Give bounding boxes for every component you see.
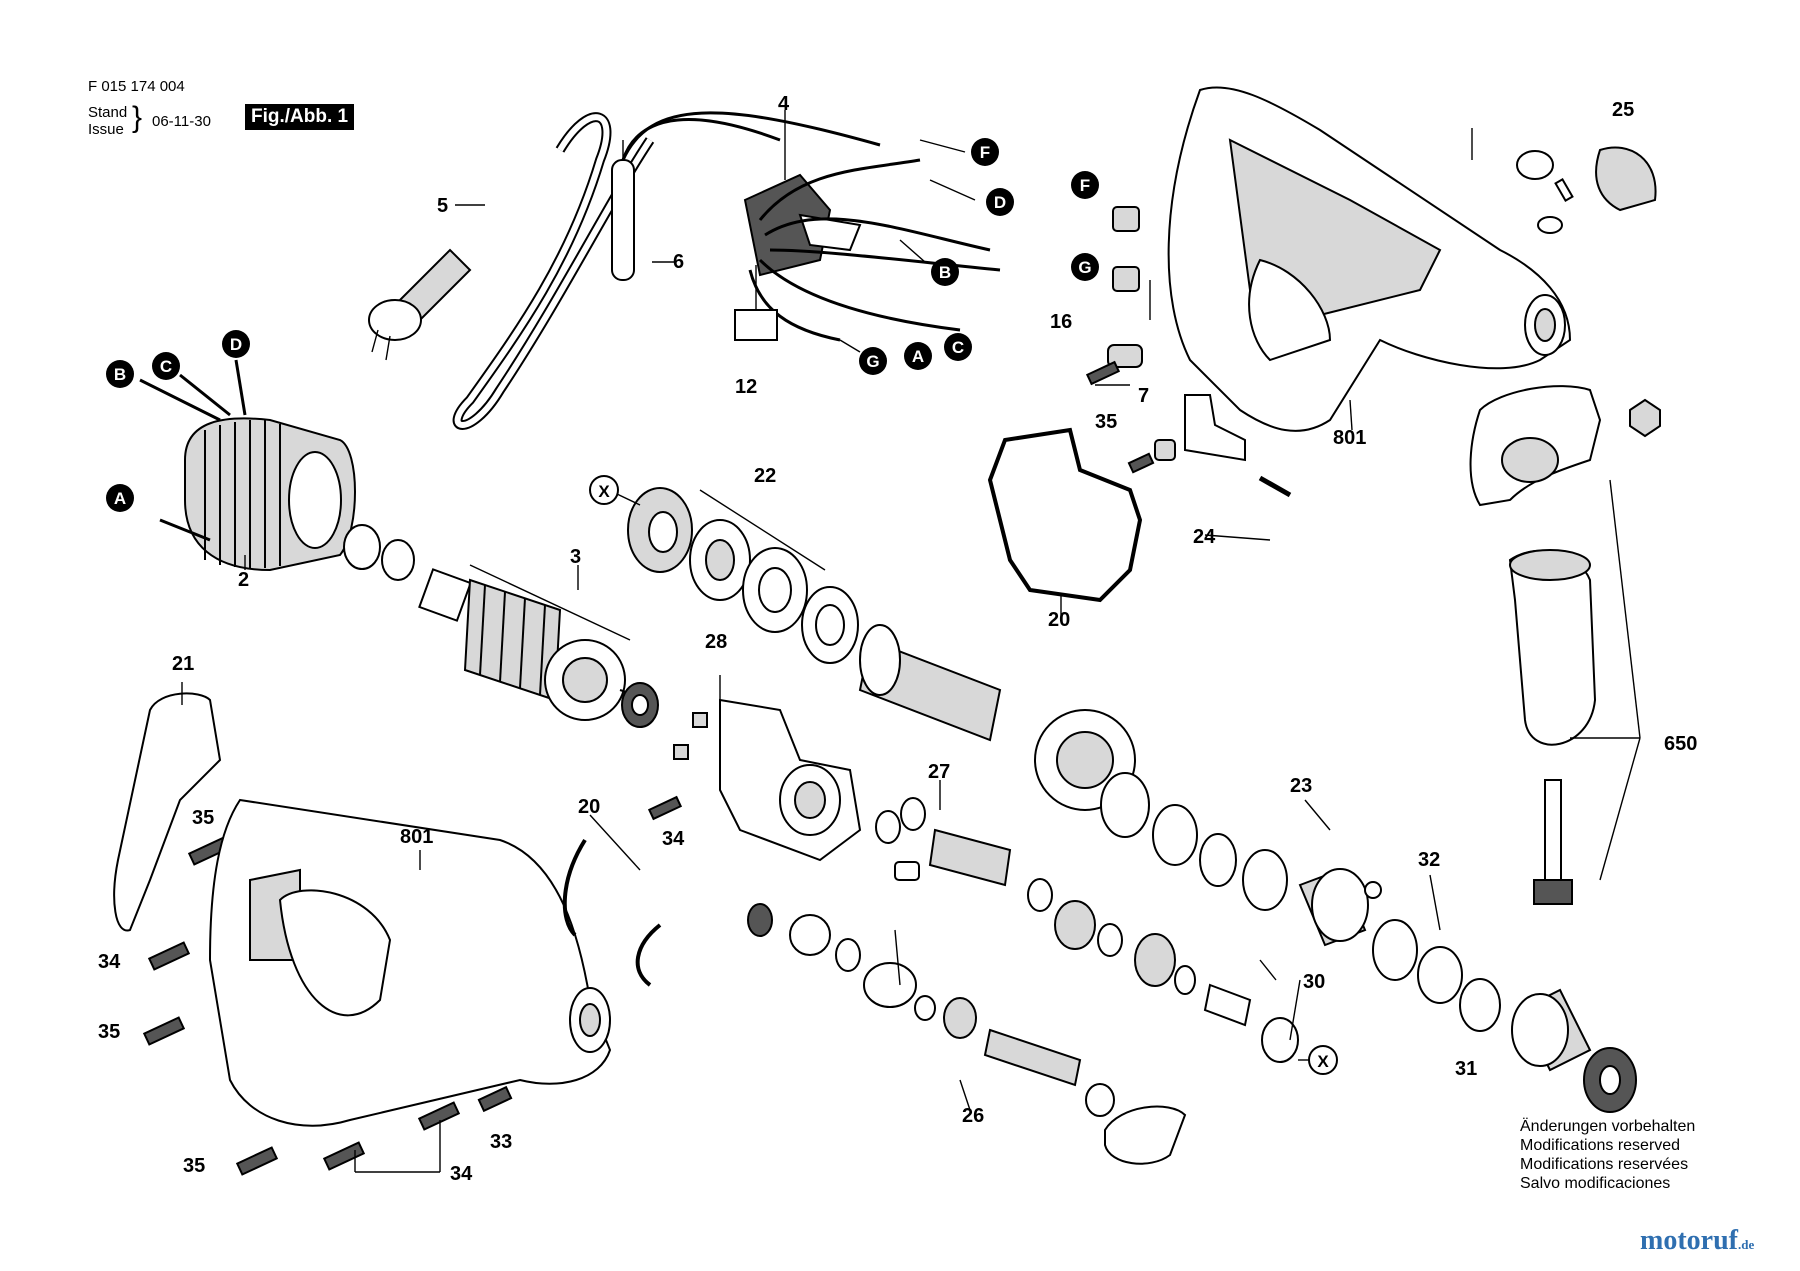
label-35-top: 35	[1095, 411, 1117, 433]
connector-a-coil: A	[106, 484, 134, 512]
svg-text:G: G	[1078, 258, 1091, 277]
label-2: 2	[238, 569, 249, 591]
brand-suffix: .de	[1737, 1237, 1755, 1252]
brush-holder-parts	[1095, 206, 1292, 498]
brand-name: motoruf	[1640, 1225, 1738, 1256]
svg-text:X: X	[1317, 1052, 1329, 1071]
label-34-bottom: 34	[450, 1163, 473, 1185]
label-6: 6	[673, 251, 684, 273]
handle-half	[113, 692, 222, 932]
armature	[343, 524, 659, 728]
screws	[142, 360, 1155, 1176]
label-801-top: 801	[1333, 427, 1366, 449]
label-32: 32	[1418, 849, 1440, 871]
label-25: 25	[1612, 99, 1634, 121]
label-27: 27	[928, 761, 950, 783]
label-3: 3	[570, 546, 581, 568]
svg-text:X: X	[598, 482, 610, 501]
label-12: 12	[735, 376, 757, 398]
switch	[734, 158, 1001, 342]
connector-x-washer: X	[589, 475, 641, 506]
brand-logo: motoruf.de	[1640, 1225, 1754, 1257]
part-number-labels: 4 5 6 12 16 35 7 801 25 2 3 22 24 20 21 …	[98, 93, 1697, 1185]
label-5: 5	[437, 195, 448, 217]
label-34-gearbox: 34	[662, 828, 685, 850]
svg-text:B: B	[114, 365, 126, 384]
connector-g-brush: G	[1071, 253, 1099, 281]
connector-b-coil: B	[106, 360, 134, 388]
label-35-mid: 35	[98, 1021, 120, 1043]
svg-text:F: F	[980, 143, 990, 162]
label-16: 16	[1050, 311, 1072, 333]
label-22: 22	[754, 465, 776, 487]
stand-label: Stand	[88, 104, 128, 121]
svg-text:A: A	[114, 489, 126, 508]
brace: }	[132, 101, 143, 134]
label-4: 4	[778, 93, 790, 115]
label-33: 33	[490, 1131, 512, 1153]
cylinder-group	[1242, 849, 1369, 947]
svg-text:C: C	[160, 357, 172, 376]
label-30: 30	[1303, 971, 1325, 993]
motor-housing	[208, 798, 612, 1127]
svg-text:F: F	[1080, 176, 1090, 195]
connector-a-top: A	[904, 342, 932, 370]
label-23: 23	[1290, 775, 1312, 797]
cord-sheath	[611, 111, 881, 281]
gearbox-housing	[673, 698, 862, 862]
label-34-left: 34	[98, 951, 121, 973]
label-35-left: 35	[192, 807, 214, 829]
connector-f-top: F	[919, 138, 999, 166]
impact-mechanism	[875, 797, 1299, 1063]
label-801-bottom: 801	[400, 826, 433, 848]
label-24: 24	[1193, 526, 1216, 548]
connector-callouts: F D B G A C F G	[106, 138, 1338, 1075]
svg-text:D: D	[230, 335, 242, 354]
connector-d-top: D	[929, 179, 1014, 216]
label-35-bottom: 35	[183, 1155, 205, 1177]
svg-text:C: C	[952, 338, 964, 357]
connector-f-brush: F	[1071, 171, 1099, 199]
label-650: 650	[1664, 733, 1697, 755]
label-21: 21	[172, 653, 194, 675]
label-26: 26	[962, 1105, 984, 1127]
seal-top	[987, 427, 1143, 603]
gear-train	[747, 903, 1187, 1165]
label-20-bottom: 20	[578, 796, 600, 818]
issue-label: Issue	[88, 121, 124, 138]
power-cord	[368, 112, 655, 430]
svg-text:G: G	[866, 352, 879, 371]
note-line-es: Salvo modificaciones	[1520, 1175, 1671, 1192]
label-7: 7	[1138, 385, 1149, 407]
spindle-gear	[858, 624, 1237, 887]
connector-d-coil: D	[222, 330, 250, 358]
auxiliary-handle	[1469, 385, 1661, 905]
field-coil	[139, 359, 356, 572]
connector-g-top: G	[839, 339, 887, 375]
label-28: 28	[705, 631, 727, 653]
washer-set	[627, 487, 859, 664]
label-31: 31	[1455, 1058, 1477, 1080]
label-20-top: 20	[1048, 609, 1070, 631]
handle-housing-top	[1167, 86, 1572, 432]
rear-bearing-part	[1516, 146, 1657, 234]
leader-lines	[181, 110, 1641, 1173]
connector-c-coil: C	[152, 352, 180, 380]
note-line-de: Änderungen vorbehalten	[1520, 1118, 1696, 1135]
svg-text:B: B	[939, 263, 951, 282]
connector-x-bottom: X	[1298, 1045, 1338, 1075]
svg-text:D: D	[994, 193, 1006, 212]
issue-date: 06-11-30	[152, 113, 211, 130]
clip-pair	[562, 838, 662, 987]
note-line-fr: Modifications reservées	[1520, 1156, 1689, 1173]
figure-badge: Fig./Abb. 1	[245, 104, 355, 130]
doc-number: F 015 174 004	[88, 78, 185, 95]
note-line-en: Modifications reserved	[1520, 1137, 1681, 1154]
svg-text:A: A	[912, 347, 924, 366]
modifications-note: Änderungen vorbehalten Modifications res…	[1520, 1117, 1695, 1193]
connector-b-top: B	[899, 239, 959, 286]
connector-c-top: C	[944, 333, 972, 361]
tool-holder	[1364, 881, 1637, 1113]
